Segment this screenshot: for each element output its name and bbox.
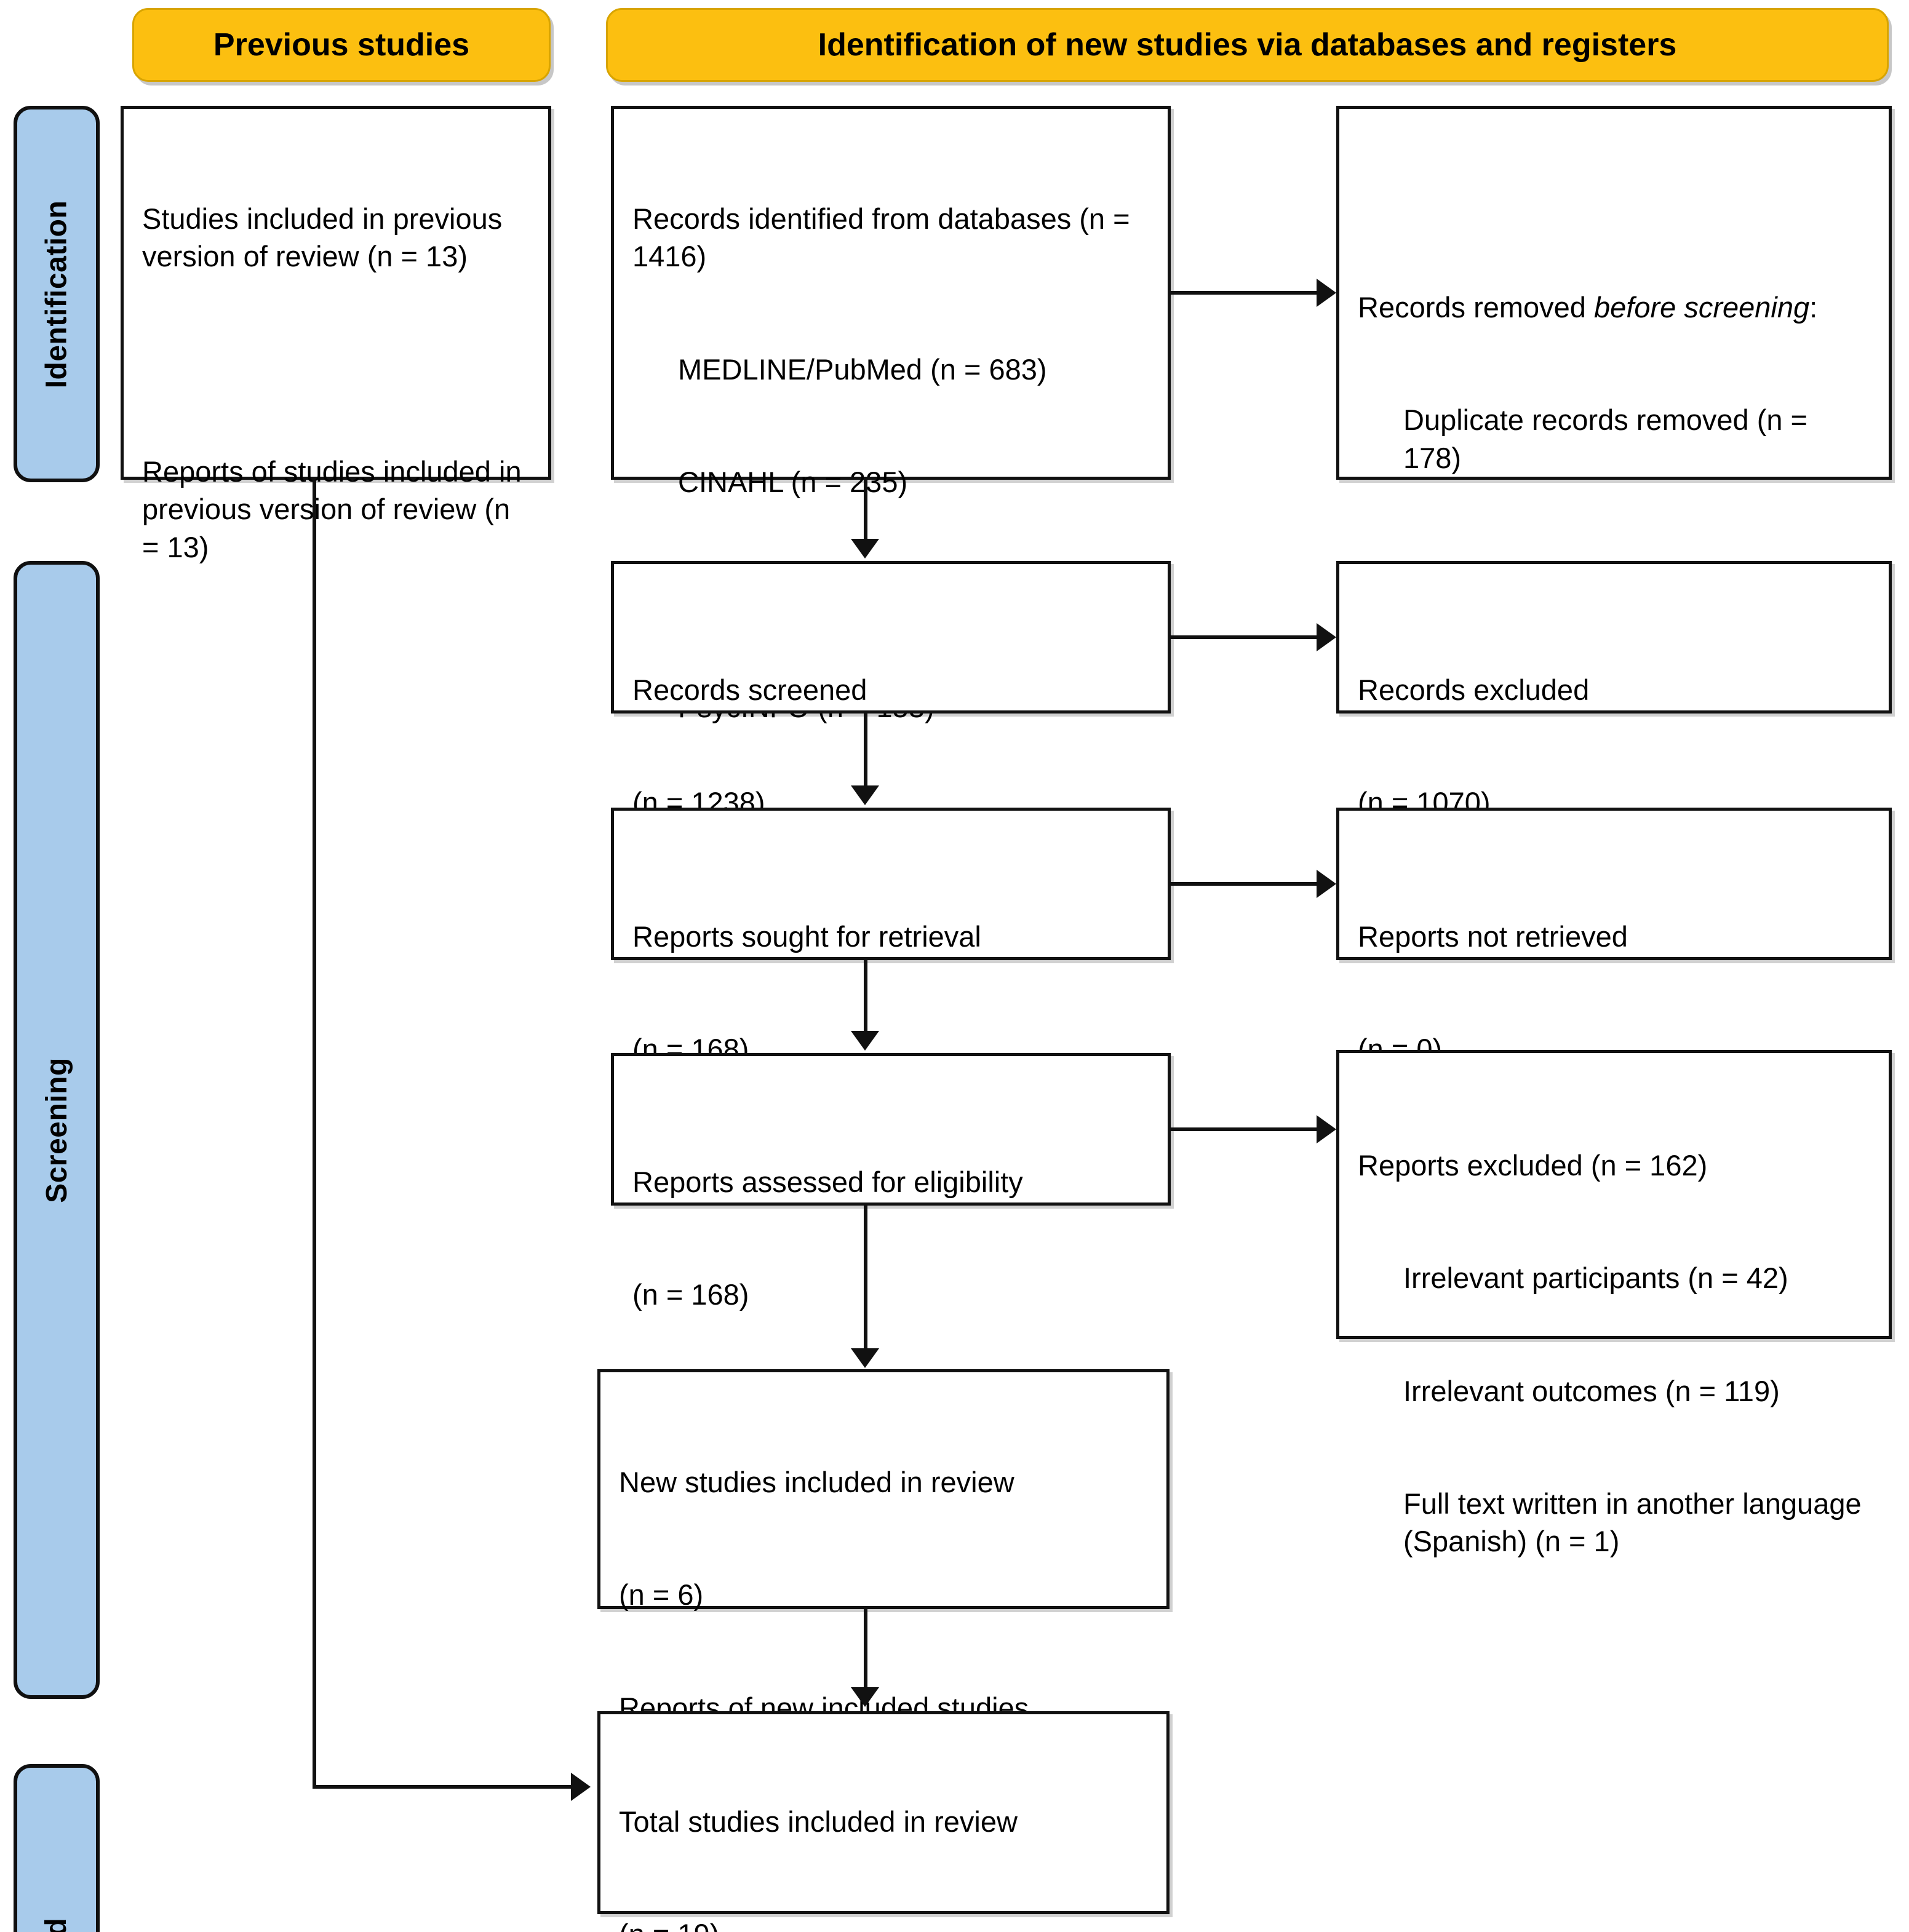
rail-identification: Identification xyxy=(14,106,100,482)
box-new-studies-included: New studies included in review (n = 6) R… xyxy=(597,1369,1170,1837)
new-included-count-1: (n = 6) xyxy=(619,1578,704,1612)
arrowhead-sought-to-not-retrieved xyxy=(1317,870,1336,898)
reports-sought-label: Reports sought for retrieval xyxy=(632,920,981,953)
records-removed-title-italic: before screening xyxy=(1594,291,1810,324)
header-previous-studies: Previous studies xyxy=(132,8,551,82)
connector-previous-to-total-horizontal xyxy=(313,1785,572,1789)
rail-included: Included xyxy=(14,1764,100,1932)
records-removed-title-tail: : xyxy=(1809,291,1818,324)
connector-sought-to-assessed xyxy=(864,960,867,1033)
reports-not-retrieved-label: Reports not retrieved xyxy=(1358,920,1628,953)
connector-sought-to-not-retrieved xyxy=(1171,882,1318,886)
header-identification-new-studies-label: Identification of new studies via databa… xyxy=(818,27,1677,63)
rail-screening: Screening xyxy=(14,561,100,1699)
connector-screened-to-sought xyxy=(864,714,867,787)
rail-identification-label: Identification xyxy=(40,200,73,388)
previous-studies-line-1: Studies included in previous version of … xyxy=(142,202,511,273)
records-excluded-label: Records excluded xyxy=(1358,674,1590,707)
connector-assessed-to-new-included xyxy=(864,1206,867,1350)
box-reports-sought: Reports sought for retrieval (n = 168) xyxy=(611,808,1171,1065)
box-records-screened: Records screened (n = 1238) xyxy=(611,561,1171,819)
header-previous-studies-label: Previous studies xyxy=(213,27,470,63)
records-identified-title: Records identified from databases (n = 1… xyxy=(632,202,1138,273)
records-identified-source-cinahl: CINAHL (n = 235) xyxy=(678,465,908,498)
reports-assessed-count: (n = 168) xyxy=(632,1278,749,1311)
connector-screened-to-excluded xyxy=(1171,635,1318,639)
total-included-count-1: (n = 19) xyxy=(619,1915,1150,1932)
arrowhead-new-included-to-total xyxy=(851,1687,879,1707)
reports-assessed-label: Reports assessed for eligibility xyxy=(632,1166,1023,1199)
arrowhead-sought-to-assessed xyxy=(851,1031,879,1051)
reports-excluded-reason-participants: Irrelevant participants (n = 42) xyxy=(1403,1262,1788,1295)
new-included-line-1: New studies included in review xyxy=(619,1466,1014,1499)
reports-excluded-reason-outcomes: Irrelevant outcomes (n = 119) xyxy=(1403,1374,1780,1407)
box-reports-excluded: Reports excluded (n = 162) Irrelevant pa… xyxy=(1336,1050,1892,1557)
connector-identified-to-screened xyxy=(864,480,867,541)
previous-studies-line-2: Reports of studies included in previous … xyxy=(142,455,530,563)
previous-studies-spacer xyxy=(142,351,532,378)
connector-identified-to-removed xyxy=(1171,291,1318,295)
records-removed-detail: Duplicate records removed (n = 178) xyxy=(1403,403,1816,474)
arrowhead-screened-to-excluded xyxy=(1317,623,1336,651)
records-identified-source-medline: MEDLINE/PubMed (n = 683) xyxy=(678,352,1047,386)
arrowhead-identified-to-removed xyxy=(1317,279,1336,307)
connector-new-included-to-total xyxy=(864,1609,867,1689)
box-records-excluded: Records excluded (n = 1070) xyxy=(1336,561,1892,819)
box-records-removed-before-screening: Records removed before screening: Duplic… xyxy=(1336,106,1892,480)
records-removed-title: Records removed before screening: xyxy=(1358,288,1873,326)
arrowhead-identified-to-screened xyxy=(851,539,879,559)
box-previous-studies: Studies included in previous version of … xyxy=(121,106,551,563)
box-total-studies-included: Total studies included in review (n = 19… xyxy=(597,1711,1170,1932)
rail-included-label: Included xyxy=(40,1917,74,1932)
arrowhead-previous-to-total xyxy=(571,1773,591,1801)
box-reports-assessed: Reports assessed for eligibility (n = 16… xyxy=(611,1053,1171,1311)
records-screened-label: Records screened xyxy=(632,674,867,707)
arrowhead-assessed-to-new-included xyxy=(851,1348,879,1368)
connector-assessed-to-reports-excluded xyxy=(1171,1127,1318,1131)
rail-screening-label: Screening xyxy=(40,1057,73,1203)
box-records-identified: Records identified from databases (n = 1… xyxy=(611,106,1171,723)
arrowhead-assessed-to-reports-excluded xyxy=(1317,1115,1336,1143)
header-identification-new-studies: Identification of new studies via databa… xyxy=(606,8,1889,82)
box-reports-not-retrieved: Reports not retrieved (n = 0) xyxy=(1336,808,1892,1065)
total-included-line-1: Total studies included in review xyxy=(619,1805,1018,1839)
connector-previous-to-total-vertical xyxy=(313,480,316,1789)
arrowhead-screened-to-sought xyxy=(851,785,879,805)
reports-excluded-title: Reports excluded (n = 162) xyxy=(1358,1149,1708,1182)
reports-excluded-reason-language: Full text written in another language (S… xyxy=(1403,1487,1870,1558)
records-removed-title-plain: Records removed xyxy=(1358,291,1594,324)
